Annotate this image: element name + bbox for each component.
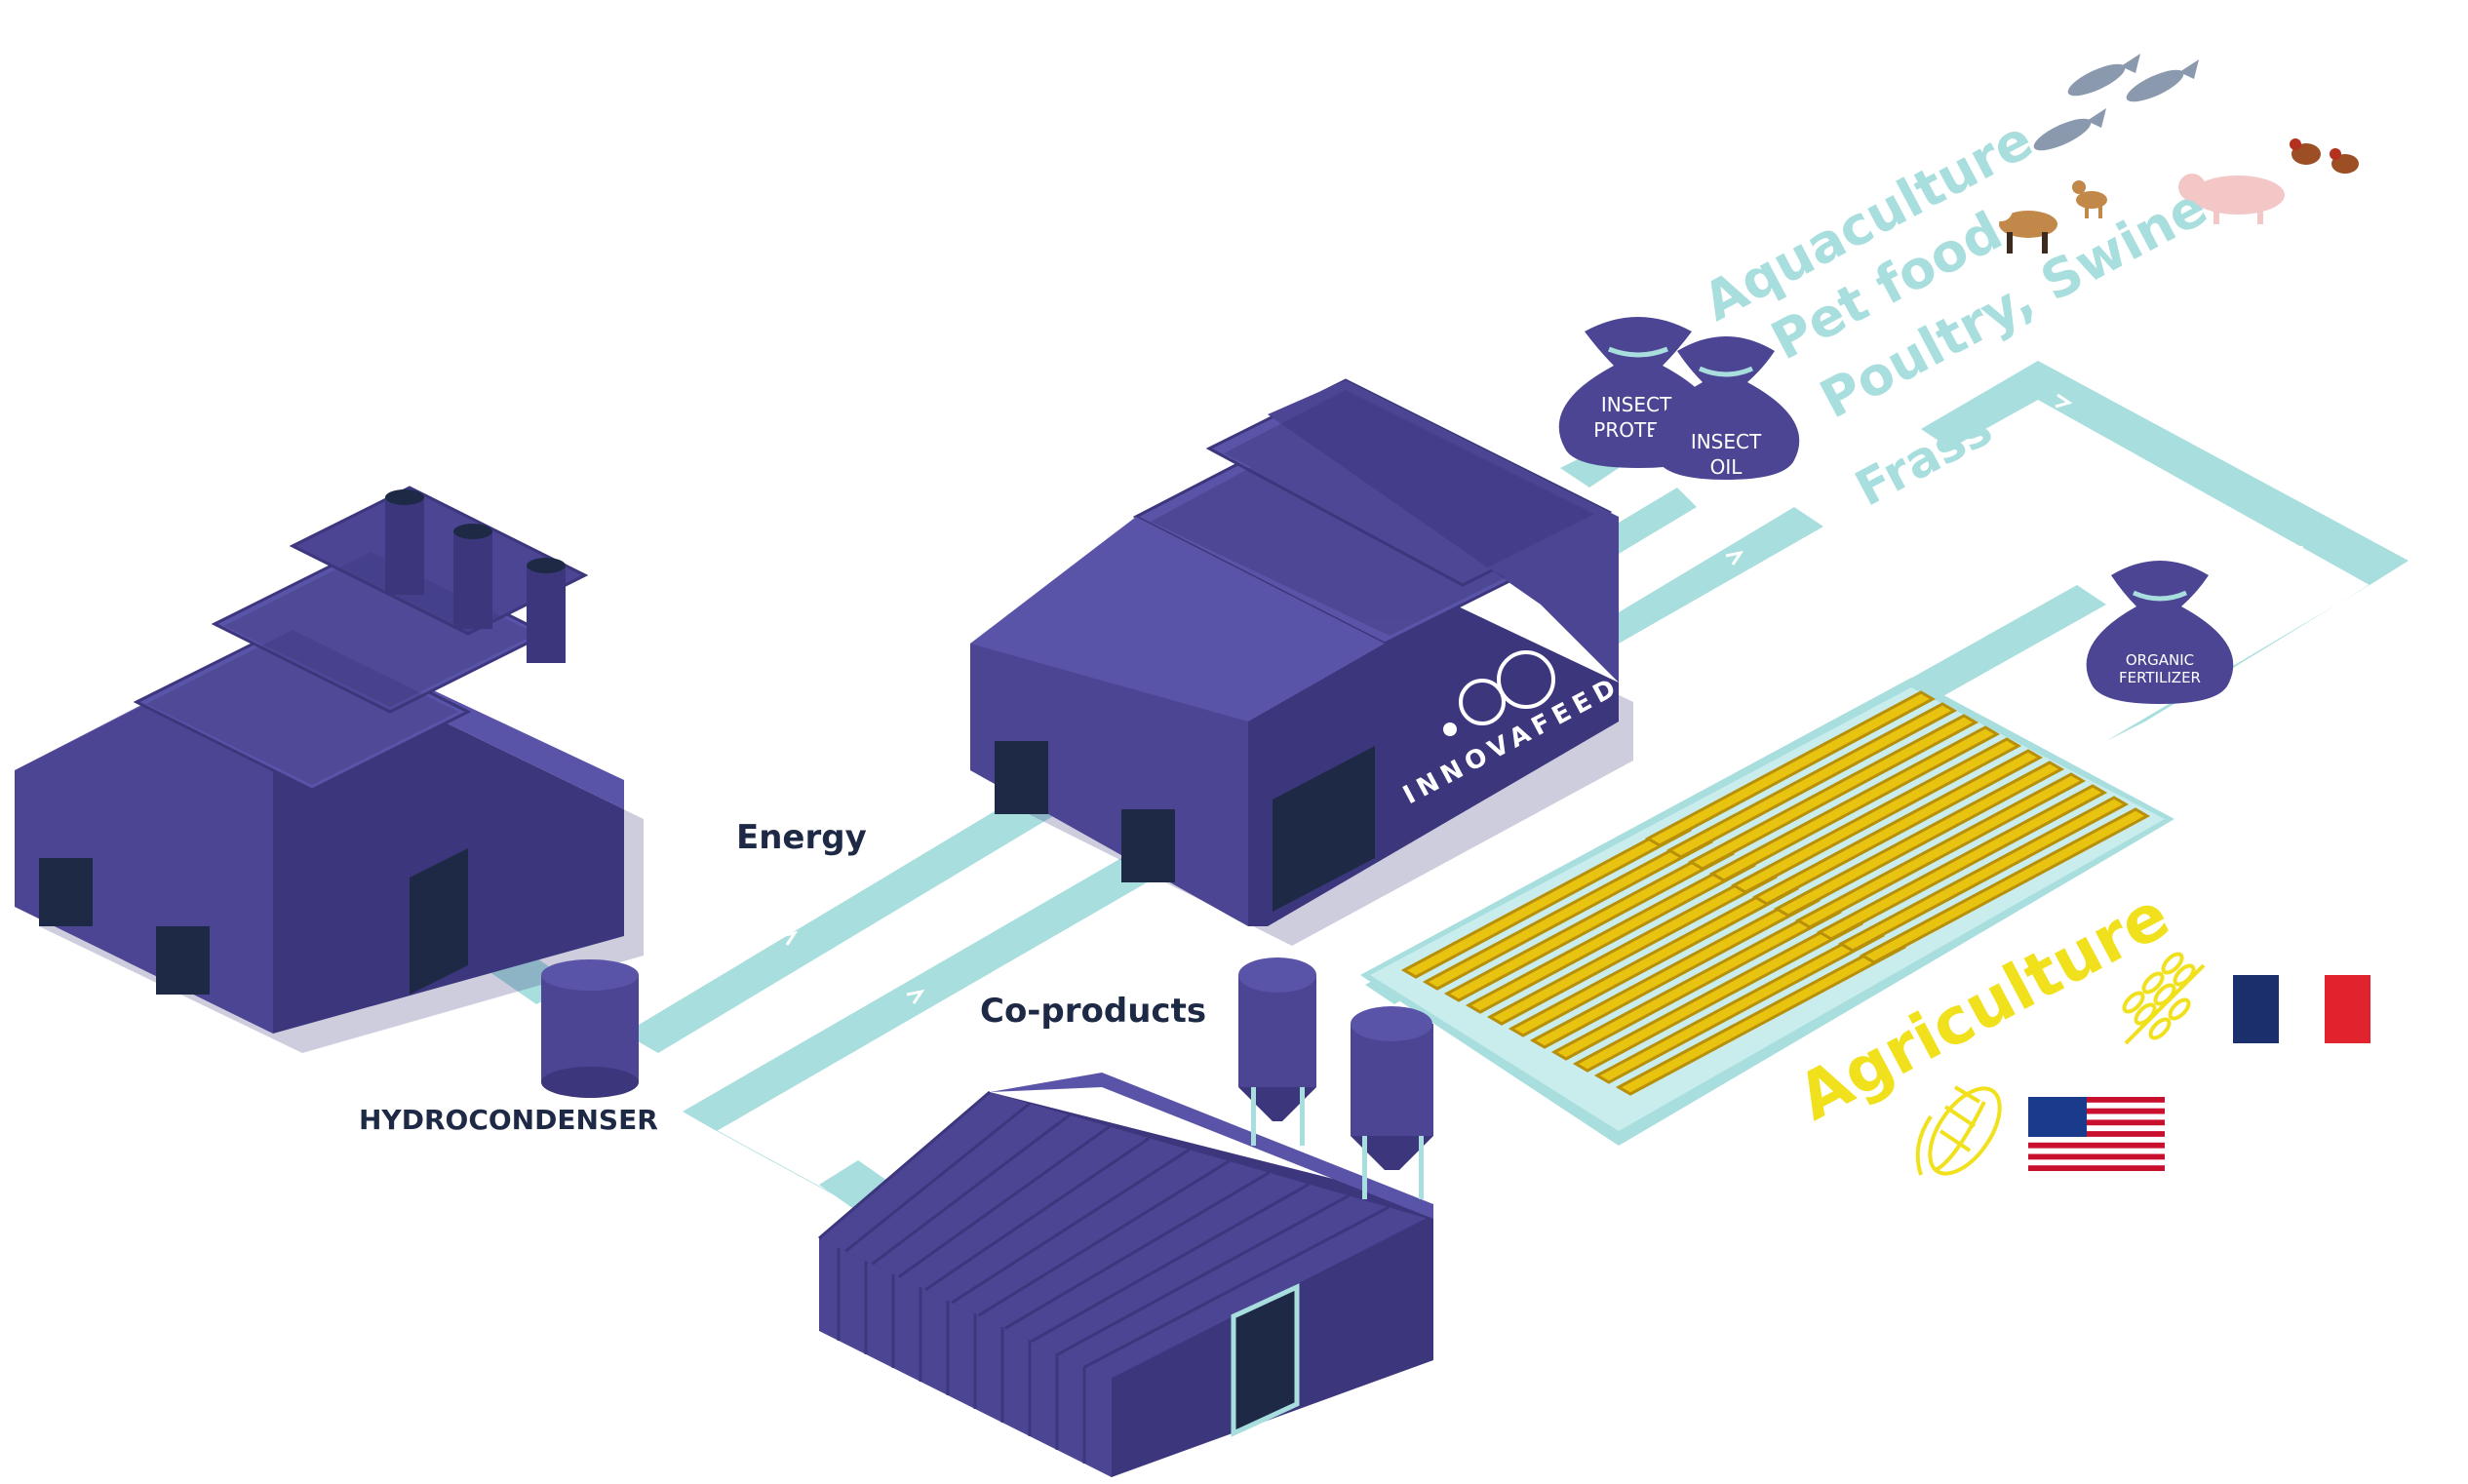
field-row [1794,772,2087,929]
corn-icon [1915,1085,2002,1176]
field-row [1816,784,2108,941]
field-row [1773,761,2065,918]
field-row [1837,796,2130,953]
power-plant-building [15,486,644,1053]
insect-oil-label-line1: INSECT [1691,430,1762,453]
field-row [1665,702,1958,859]
frass-label: Frass [1846,399,2001,517]
insect-oil-label-line2: OIL [1710,455,1743,479]
storage-shed [818,1073,1433,1477]
smokestacks [385,489,566,663]
innovafeed-building: INNOVAFEED [970,378,1633,946]
fish-icon [2033,54,2199,151]
field-row [1708,725,2001,882]
energy-label: Energy [736,818,867,857]
france-flag-icon [2233,975,2370,1043]
insect-protein-label-line1: INSECT [1601,393,1672,416]
field-row [1687,714,1979,871]
dog-icon [1989,180,2107,254]
silo-right [1351,1006,1433,1199]
insect-oil-bag: INSECT OIL [1652,336,1800,480]
pig-icon [2178,174,2285,224]
field-row [1859,807,2151,964]
usa-flag-icon [2028,1097,2165,1171]
silo-left [1238,957,1316,1146]
agriculture-field [1360,678,2174,1146]
hydrocondenser-label: HYDROCONDENSER [359,1104,658,1136]
field-row [1730,737,2022,894]
wheat-icon [2122,952,2206,1045]
field-row [1644,690,1937,847]
hydrocondenser-tank [541,959,639,1098]
coproducts-label: Co-products [980,992,1206,1031]
innovafeed-logo-icon [1443,650,1555,736]
organic-fertilizer-label-line2: FERTILIZER [2119,669,2201,686]
organic-fertilizer-bag: ORGANIC FERTILIZER [2086,561,2234,704]
field-row [1751,749,2044,906]
organic-fertilizer-label-line1: ORGANIC [2126,651,2194,669]
chicken-icon [2290,138,2359,174]
